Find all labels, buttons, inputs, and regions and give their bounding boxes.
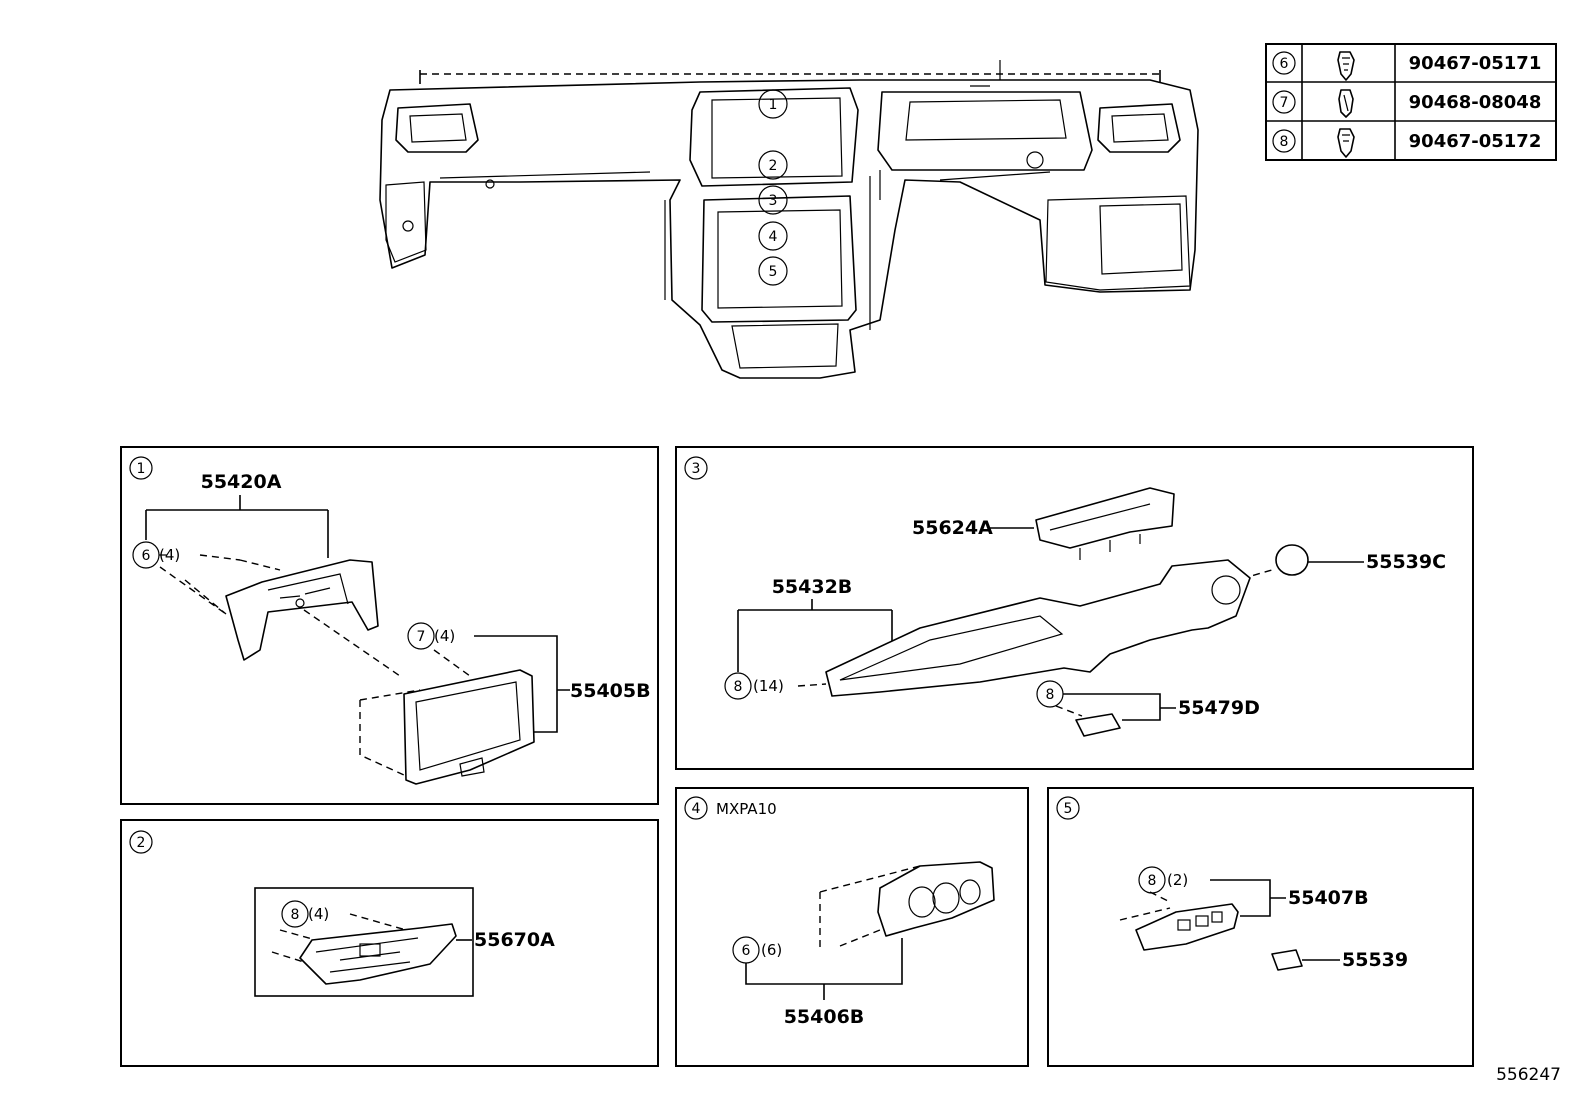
center-console-panel-part[interactable] <box>825 559 1251 697</box>
instrument-panel-overview: 1 2 3 4 5 <box>379 60 1199 379</box>
svg-text:(4): (4) <box>308 905 329 923</box>
part-number-label[interactable]: 55539C <box>1366 551 1446 573</box>
svg-text:1: 1 <box>137 461 146 477</box>
svg-text:90467-05172: 90467-05172 <box>1409 131 1542 152</box>
svg-text:(4): (4) <box>434 627 455 645</box>
clip-callout-6[interactable]: 6 <box>132 541 160 569</box>
svg-text:7: 7 <box>1280 95 1289 111</box>
switch-panel-part[interactable] <box>1135 903 1239 951</box>
svg-text:4: 4 <box>769 229 778 245</box>
svg-text:8: 8 <box>1280 134 1289 150</box>
panel-1: 1 55420A 6 (4) 7 (4) 55405B <box>120 446 659 805</box>
clip-icon <box>1337 128 1355 158</box>
svg-text:(14): (14) <box>753 677 784 695</box>
fastener-row-7[interactable]: 7 90468-08048 <box>1272 89 1542 118</box>
callout-2[interactable]: 2 <box>758 150 788 180</box>
svg-text:6: 6 <box>142 548 151 564</box>
part-number-label[interactable]: 55539 <box>1342 949 1408 971</box>
clip-icon <box>1337 51 1355 81</box>
part-number-label[interactable]: 55407B <box>1288 887 1369 909</box>
svg-text:2: 2 <box>137 835 146 851</box>
svg-text:3: 3 <box>692 461 701 477</box>
svg-text:6: 6 <box>742 943 751 959</box>
svg-text:8: 8 <box>1148 873 1157 889</box>
panel-2: 2 8 (4) 55670A <box>120 819 659 1067</box>
part-number-label[interactable]: 55432B <box>772 576 853 598</box>
illustration-number: 556247 <box>1496 1065 1561 1085</box>
part-number-label[interactable]: 55405B <box>570 680 651 702</box>
clip-icon <box>1338 89 1354 118</box>
svg-text:5: 5 <box>769 264 778 280</box>
svg-text:8: 8 <box>291 907 300 923</box>
switch-knob-part[interactable] <box>1271 949 1303 971</box>
clip-callout-8[interactable]: 8 <box>1036 680 1064 708</box>
panel-3: 3 55624A 55539C 55432B 8 (14) <box>675 446 1474 770</box>
clip-callout-7[interactable]: 7 <box>407 622 435 650</box>
fastener-table: 6 90467-05171 7 90468-08048 8 90467-0517 <box>1265 43 1557 161</box>
upper-trim-part[interactable] <box>1035 487 1175 560</box>
fastener-row-6[interactable]: 6 90467-05171 <box>1272 51 1542 81</box>
display-bezel-part[interactable] <box>403 669 535 785</box>
svg-text:90467-05171: 90467-05171 <box>1409 53 1542 74</box>
upper-garnish-part[interactable] <box>225 559 379 661</box>
clip-callout-8[interactable]: 8 <box>724 672 752 700</box>
svg-text:1: 1 <box>769 97 778 113</box>
part-number-label[interactable]: 55670A <box>474 929 555 951</box>
svg-text:7: 7 <box>417 629 426 645</box>
part-number-label[interactable]: 55420A <box>201 471 282 493</box>
part-number-label[interactable]: 55479D <box>1178 697 1260 719</box>
clip-callout-8[interactable]: 8 <box>281 900 309 928</box>
switch-base-part[interactable] <box>299 923 457 985</box>
climate-panel-part[interactable] <box>877 861 995 937</box>
svg-text:6: 6 <box>1280 56 1289 72</box>
part-number-label[interactable]: 55406B <box>784 1006 865 1028</box>
callout-4[interactable]: 4 <box>758 221 788 251</box>
svg-text:8: 8 <box>1046 687 1055 703</box>
panel-5: 5 8 (2) 55407B 55539 <box>1047 787 1474 1067</box>
small-trim-part[interactable] <box>1075 713 1121 737</box>
svg-text:3: 3 <box>769 193 778 209</box>
panel-4: 4 MXPA10 6 (6) 55406B <box>675 787 1029 1067</box>
svg-text:2: 2 <box>769 158 778 174</box>
svg-text:(2): (2) <box>1167 871 1188 889</box>
knob-part[interactable] <box>1275 544 1309 576</box>
svg-text:(6): (6) <box>761 941 782 959</box>
svg-text:5: 5 <box>1064 801 1073 817</box>
callout-5[interactable]: 5 <box>758 256 788 286</box>
callout-3[interactable]: 3 <box>758 185 788 215</box>
model-code-label: MXPA10 <box>716 800 777 818</box>
part-number-label[interactable]: 55624A <box>912 517 993 539</box>
clip-callout-8[interactable]: 8 <box>1138 866 1166 894</box>
svg-text:8: 8 <box>734 679 743 695</box>
callout-1[interactable]: 1 <box>758 89 788 119</box>
svg-text:4: 4 <box>692 801 701 817</box>
clip-callout-6[interactable]: 6 <box>732 936 760 964</box>
fastener-row-8[interactable]: 8 90467-05172 <box>1272 128 1542 158</box>
svg-text:(4): (4) <box>159 546 180 564</box>
svg-text:90468-08048: 90468-08048 <box>1409 92 1542 113</box>
